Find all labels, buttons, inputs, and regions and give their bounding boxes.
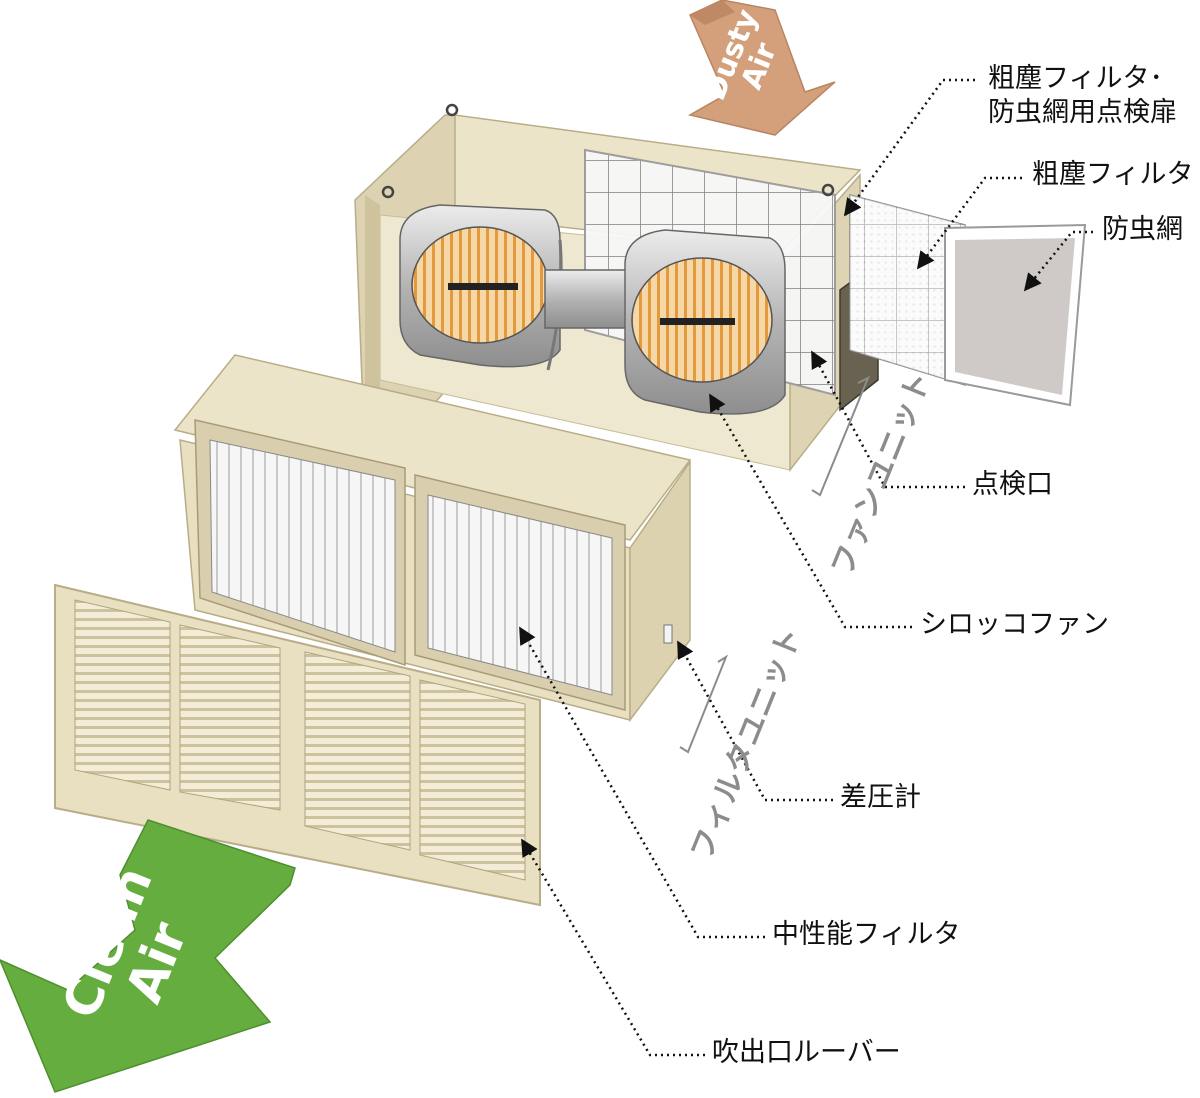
fan-shaft (544, 269, 636, 329)
callout-coarse-filter: 粗塵フィルタ (1032, 159, 1194, 190)
callout-inspection-door: 粗塵フィルタ･ 防虫網用点検扉 (988, 62, 1177, 130)
leader-coarse-filter (916, 176, 1022, 270)
louver-panel (304, 651, 411, 851)
leader-outlet-louver (520, 838, 705, 1057)
sirocco-fan-left (399, 204, 563, 371)
lifting-eye (445, 103, 459, 117)
medium-filter-left-media (209, 439, 396, 653)
callout-sirocco-fan: シロッコファン (920, 609, 1109, 640)
filter-unit-right (629, 459, 691, 723)
fan-unit-bracket (811, 375, 870, 497)
louver-panel (179, 624, 281, 811)
filter-unit-bracket (679, 654, 729, 754)
louver-panel (419, 679, 526, 881)
filter-unit (173, 354, 692, 723)
lifting-eye (821, 183, 835, 197)
differential-pressure-gauge (663, 624, 673, 644)
callout-inspection-door-line1: 粗塵フィルタ･ (988, 63, 1163, 94)
insect-net-mesh (955, 238, 1075, 395)
callout-inspection-port: 点検口 (972, 469, 1053, 500)
leader-medium-filter (518, 626, 765, 939)
callout-inspection-door-line2: 防虫網用点検扉 (988, 96, 1177, 128)
coarse-filter-grid (850, 195, 965, 385)
sirocco-fan-right (624, 229, 786, 415)
outlet-louver (54, 583, 541, 907)
leader-insect-net (1023, 230, 1093, 292)
callout-pressure-gauge: 差圧計 (840, 782, 921, 813)
leader-pressure-gauge (676, 640, 833, 802)
leader-inspection-port (810, 350, 965, 489)
lifting-eye (381, 185, 395, 199)
medium-filter-right-media (427, 494, 613, 696)
leader-inspection-door (843, 78, 975, 217)
louver-frame (54, 583, 541, 907)
dusty-air-arrow (687, 0, 836, 136)
clean-air-arrow (0, 819, 296, 1093)
callout-outlet-louver: 吹出口ルーバー (712, 1037, 901, 1068)
leader-sirocco-fan (708, 393, 912, 629)
callout-medium-filter: 中性能フィルタ (772, 919, 961, 950)
louver-panel (74, 599, 171, 791)
callout-insect-net: 防虫網 (1102, 214, 1183, 245)
dusty-air-arrow-shade (690, 0, 735, 25)
fan-unit (354, 103, 879, 473)
